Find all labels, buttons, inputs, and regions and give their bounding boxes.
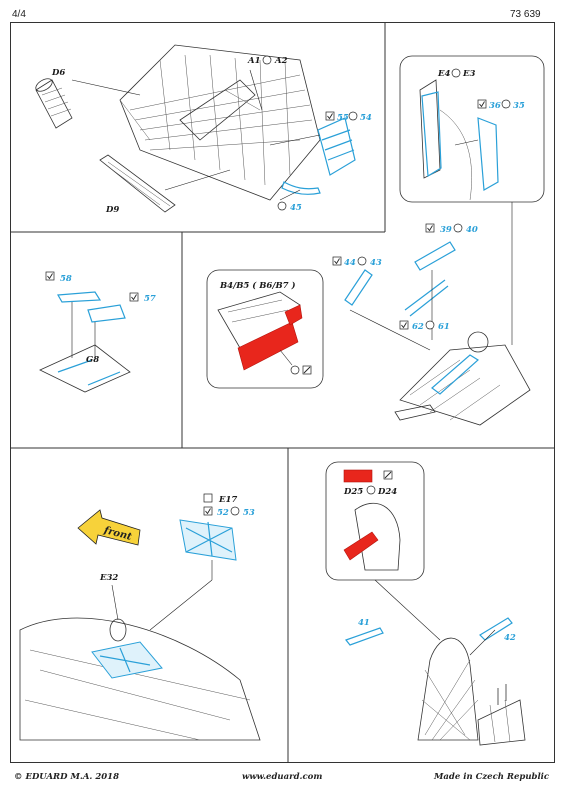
pe-detail-g8 <box>57 359 121 386</box>
yinyang-icon <box>501 99 511 109</box>
panel-middle-left: 58 57 G8 <box>39 271 156 393</box>
step-61: 61 <box>438 322 450 332</box>
pe-part-42 <box>479 617 513 641</box>
part-g8-drawing <box>39 344 131 393</box>
check-icon <box>325 111 335 121</box>
red-mask-small <box>284 304 303 326</box>
yinyang-icon <box>277 201 287 211</box>
pe-part-41 <box>345 627 384 646</box>
label-e4: E4 <box>437 69 450 79</box>
cut-icon <box>203 493 213 503</box>
label-g8: G8 <box>86 355 99 365</box>
yinyang-icon <box>425 320 435 330</box>
website: www.eduard.com <box>242 772 323 782</box>
part-d6-drawing <box>35 78 141 129</box>
pe-part-36 <box>477 117 499 191</box>
label-a1: A1 <box>247 56 261 66</box>
yinyang-icon <box>230 506 240 516</box>
red-mask <box>237 321 299 371</box>
check-icon <box>203 506 213 516</box>
panel-bottom-left: front E17 52 53 E32 <box>19 493 261 741</box>
label-d9: D9 <box>105 205 119 215</box>
red-mask-swatch <box>343 469 373 483</box>
origin-note: Made in Czech Republic <box>434 772 550 782</box>
inset-title: B4/B5 ( B6/B7 ) <box>219 280 296 291</box>
check-icon <box>477 99 487 109</box>
yinyang-icon <box>453 223 463 233</box>
wing-drawing <box>19 617 261 741</box>
pe-part-39 <box>414 241 456 271</box>
front-arrow: front <box>77 509 141 546</box>
step-35: 35 <box>513 101 525 111</box>
step-55: 55 <box>337 113 349 123</box>
label-d6: D6 <box>51 68 65 78</box>
step-58: 58 <box>60 274 72 284</box>
step-36: 36 <box>489 101 501 111</box>
panel-middle-right: B4/B5 ( B6/B7 ) 44 43 39 40 62 61 <box>206 223 531 426</box>
pe-part-57 <box>87 304 126 323</box>
step-44: 44 <box>344 258 356 268</box>
yinyang-icon <box>357 256 367 266</box>
pe-part-44 <box>344 269 373 306</box>
label-e32: E32 <box>99 573 118 583</box>
yinyang-icon <box>366 485 376 495</box>
tail-fin-drawing <box>417 637 526 746</box>
step-45: 45 <box>290 203 302 213</box>
check-icon <box>45 271 55 281</box>
step-52: 52 <box>217 508 229 518</box>
panel-dividers <box>10 22 555 763</box>
label-e3: E3 <box>462 69 475 79</box>
pe-part-58 <box>57 291 102 303</box>
pe-part-55 <box>317 117 356 176</box>
pe-part-e4 <box>421 91 442 178</box>
mask-inset-box <box>325 461 425 581</box>
step-54: 54 <box>360 113 372 123</box>
fuselage-frame-drawing <box>119 44 321 201</box>
label-a2: A2 <box>274 56 288 66</box>
red-mask <box>343 531 379 561</box>
panel-bottom-right: D25 D24 41 42 <box>325 461 526 746</box>
label-d24: D24 <box>377 487 397 497</box>
yinyang-icon <box>451 68 461 78</box>
step-57: 57 <box>144 294 156 304</box>
check-icon <box>399 320 409 330</box>
step-40: 40 <box>466 225 478 235</box>
pe-part-62 <box>404 279 449 317</box>
step-53: 53 <box>243 508 255 518</box>
label-e17: E17 <box>218 495 237 505</box>
pe-detail-e17 <box>185 521 233 557</box>
mask-inset-box <box>206 269 324 389</box>
yinyang-icon <box>290 365 300 375</box>
pe-detail-55 <box>321 129 355 161</box>
pe-part-45 <box>281 181 321 195</box>
yinyang-icon <box>348 111 358 121</box>
cockpit-drawing <box>394 331 531 426</box>
step-62: 62 <box>412 322 424 332</box>
page-number: 4/4 <box>12 9 26 20</box>
copyright: © EDUARD M.A. 2018 <box>14 772 119 782</box>
step-41: 41 <box>358 618 370 628</box>
step-42: 42 <box>504 633 516 643</box>
step-39: 39 <box>440 225 452 235</box>
step-43: 43 <box>370 258 382 268</box>
pe-installed-e17 <box>91 641 163 679</box>
panel-top-right: E4 E3 36 35 <box>399 55 545 345</box>
tail-drawing <box>354 502 401 571</box>
part-d9-drawing <box>99 154 231 213</box>
label-d25: D25 <box>343 487 363 497</box>
check-icon <box>425 223 435 233</box>
check-icon <box>129 292 139 302</box>
glue-icon <box>262 55 272 65</box>
catalog-number: 73 639 <box>510 9 541 20</box>
panel-top-left: D6 A1 A2 55 54 D9 45 <box>35 44 372 215</box>
instruction-frame <box>10 22 555 763</box>
check-icon <box>332 256 342 266</box>
